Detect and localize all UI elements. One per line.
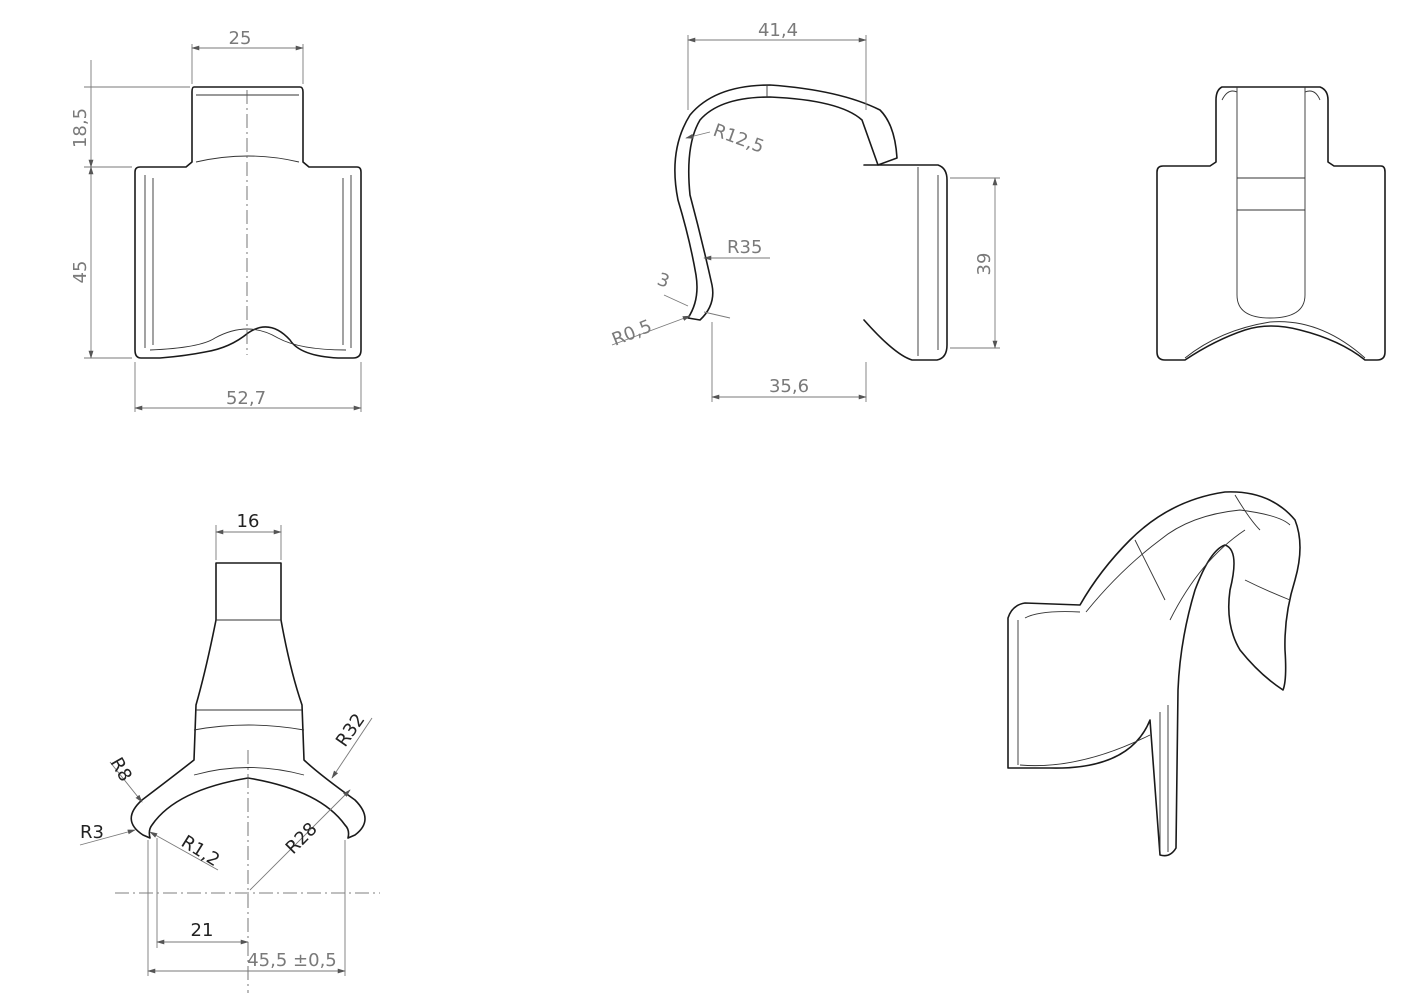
- side-dim-bend-radius: R12,5: [710, 120, 767, 158]
- right-view: [1156, 86, 1386, 361]
- bottom-view: 16 R8 R32 R3 R1,2 R28 21 45,5 ±0,5: [79, 511, 380, 993]
- bottom-dim-r8: R8: [106, 754, 136, 785]
- bottom-dim-top-width: 16: [237, 511, 260, 532]
- side-dim-overall-width: 41,4: [758, 20, 798, 41]
- front-view-outline: [134, 86, 362, 359]
- side-dim-height: 39: [974, 253, 995, 276]
- isometric-view: [1007, 491, 1301, 857]
- bottom-dim-half-span: 21: [191, 920, 214, 941]
- bottom-view-outline: [130, 562, 366, 839]
- front-dim-body-height: 45: [70, 261, 91, 284]
- isometric-outline: [1007, 491, 1301, 857]
- side-view: 41,4 R12,5 R35 3 R0,5 39 35,6: [609, 20, 1000, 402]
- bottom-dim-span: 45,5 ±0,5: [247, 950, 337, 971]
- front-dim-tab-height: 18,5: [70, 108, 91, 148]
- right-view-outline: [1156, 86, 1386, 361]
- side-dim-tip-radius: R0,5: [609, 316, 655, 351]
- side-dim-thickness: 3: [654, 269, 672, 293]
- bottom-dim-r3: R3: [80, 822, 104, 843]
- front-dim-overall-width: 52,7: [226, 388, 266, 409]
- front-view: 25 18,5 45 52,7: [70, 28, 362, 412]
- front-dim-top-width: 25: [229, 28, 252, 49]
- side-view-outline: [674, 84, 898, 321]
- side-dim-curve-radius: R35: [727, 237, 762, 258]
- side-dim-base-width: 35,6: [769, 376, 809, 397]
- bottom-dim-r1-2: R1,2: [177, 831, 223, 871]
